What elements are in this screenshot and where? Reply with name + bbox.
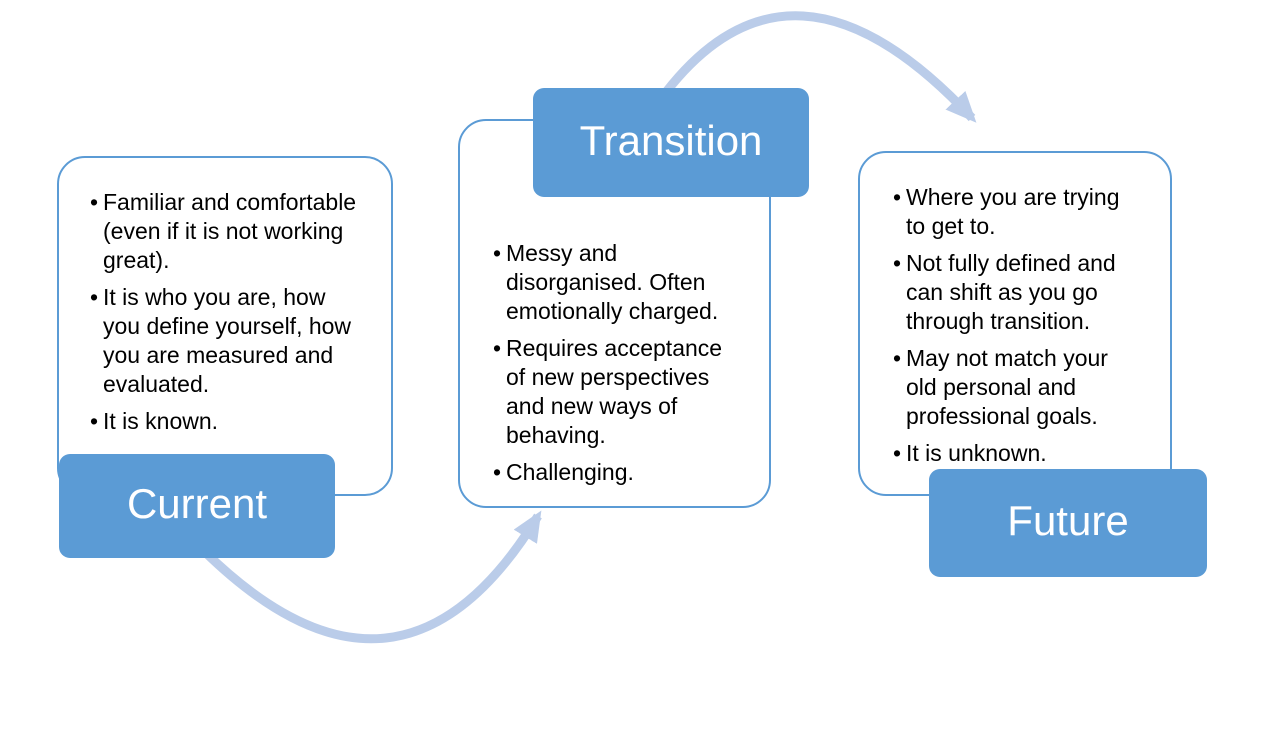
list-item: • Messy and disorganised. Often emotiona… bbox=[493, 239, 743, 326]
bullet-text: Not fully defined and can shift as you g… bbox=[906, 250, 1116, 334]
bullet-icon: • bbox=[893, 345, 902, 371]
bullet-text: It is who you are, how you define yourse… bbox=[103, 284, 352, 397]
bullet-text: Familiar and comfortable (even if it is … bbox=[103, 189, 357, 273]
list-item: • May not match your old personal and pr… bbox=[893, 344, 1144, 431]
bullet-icon: • bbox=[90, 189, 99, 215]
list-item: • Challenging. bbox=[493, 458, 743, 487]
bullet-text: Requires acceptance of new perspectives … bbox=[506, 335, 723, 448]
bullet-icon: • bbox=[90, 408, 99, 434]
bullet-icon: • bbox=[893, 440, 902, 466]
list-item: • It is known. bbox=[90, 407, 357, 436]
future-stage-label: Future bbox=[929, 469, 1207, 577]
arrow-current-to-transition bbox=[201, 510, 542, 644]
arrow-transition-to-future bbox=[656, 11, 977, 123]
transition-bullet-list: • Messy and disorganised. Often emotiona… bbox=[460, 121, 769, 506]
bullet-text: Where you are trying to get to. bbox=[906, 184, 1120, 239]
transition-stage-label: Transition bbox=[533, 88, 809, 197]
list-item: • Not fully defined and can shift as you… bbox=[893, 249, 1144, 336]
current-content-box: • Familiar and comfortable (even if it i… bbox=[57, 156, 393, 496]
list-item: • It is who you are, how you define your… bbox=[90, 283, 357, 399]
bullet-text: May not match your old personal and prof… bbox=[906, 345, 1108, 429]
bullet-text: Challenging. bbox=[506, 459, 634, 485]
bullet-icon: • bbox=[493, 335, 502, 361]
bullet-icon: • bbox=[893, 184, 902, 210]
bullet-icon: • bbox=[493, 459, 502, 485]
bullet-icon: • bbox=[90, 284, 99, 310]
bullet-icon: • bbox=[493, 240, 502, 266]
current-bullet-list: • Familiar and comfortable (even if it i… bbox=[59, 158, 391, 494]
list-item: • Where you are trying to get to. bbox=[893, 183, 1144, 241]
future-bullet-list: • Where you are trying to get to. • Not … bbox=[860, 153, 1170, 494]
bullet-text: It is known. bbox=[103, 408, 219, 434]
list-item: • It is unknown. bbox=[893, 439, 1144, 468]
bullet-text: Messy and disorganised. Often emotionall… bbox=[506, 240, 719, 324]
future-content-box: • Where you are trying to get to. • Not … bbox=[858, 151, 1172, 496]
list-item: • Requires acceptance of new perspective… bbox=[493, 334, 743, 450]
bullet-text: It is unknown. bbox=[906, 440, 1047, 466]
list-item: • Familiar and comfortable (even if it i… bbox=[90, 188, 357, 275]
current-stage-label: Current bbox=[59, 454, 335, 558]
bullet-icon: • bbox=[893, 250, 902, 276]
